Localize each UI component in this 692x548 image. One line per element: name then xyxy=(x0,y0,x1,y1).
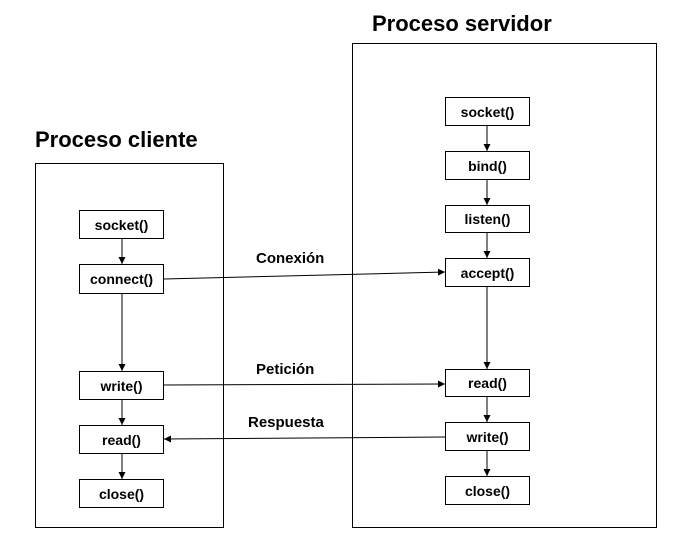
connection-label-respuesta: Respuesta xyxy=(248,414,324,431)
server-close-box: close() xyxy=(445,476,530,505)
connection-label-conexion: Conexión xyxy=(256,250,325,267)
server-listen-box: listen() xyxy=(445,205,530,233)
connection-arrow-peticion xyxy=(163,380,446,388)
connection-arrow-respuesta xyxy=(163,435,446,443)
server-process-title: Proceso servidor xyxy=(372,11,552,36)
client-write-box: write() xyxy=(79,371,164,400)
server-bind-box: bind() xyxy=(445,151,530,180)
client-connect-box: connect() xyxy=(79,264,164,294)
server-read-box: read() xyxy=(445,369,530,397)
server-socket-box: socket() xyxy=(445,97,530,126)
client-read-box: read() xyxy=(79,425,164,454)
connection-label-peticion: Petición xyxy=(256,361,315,378)
client-process-title: Proceso cliente xyxy=(35,127,198,152)
server-write-box: write() xyxy=(445,422,530,451)
connection-arrow-conexion xyxy=(163,268,446,280)
server-accept-box: accept() xyxy=(445,258,530,287)
client-socket-box: socket() xyxy=(79,210,164,239)
client-close-box: close() xyxy=(79,479,164,508)
